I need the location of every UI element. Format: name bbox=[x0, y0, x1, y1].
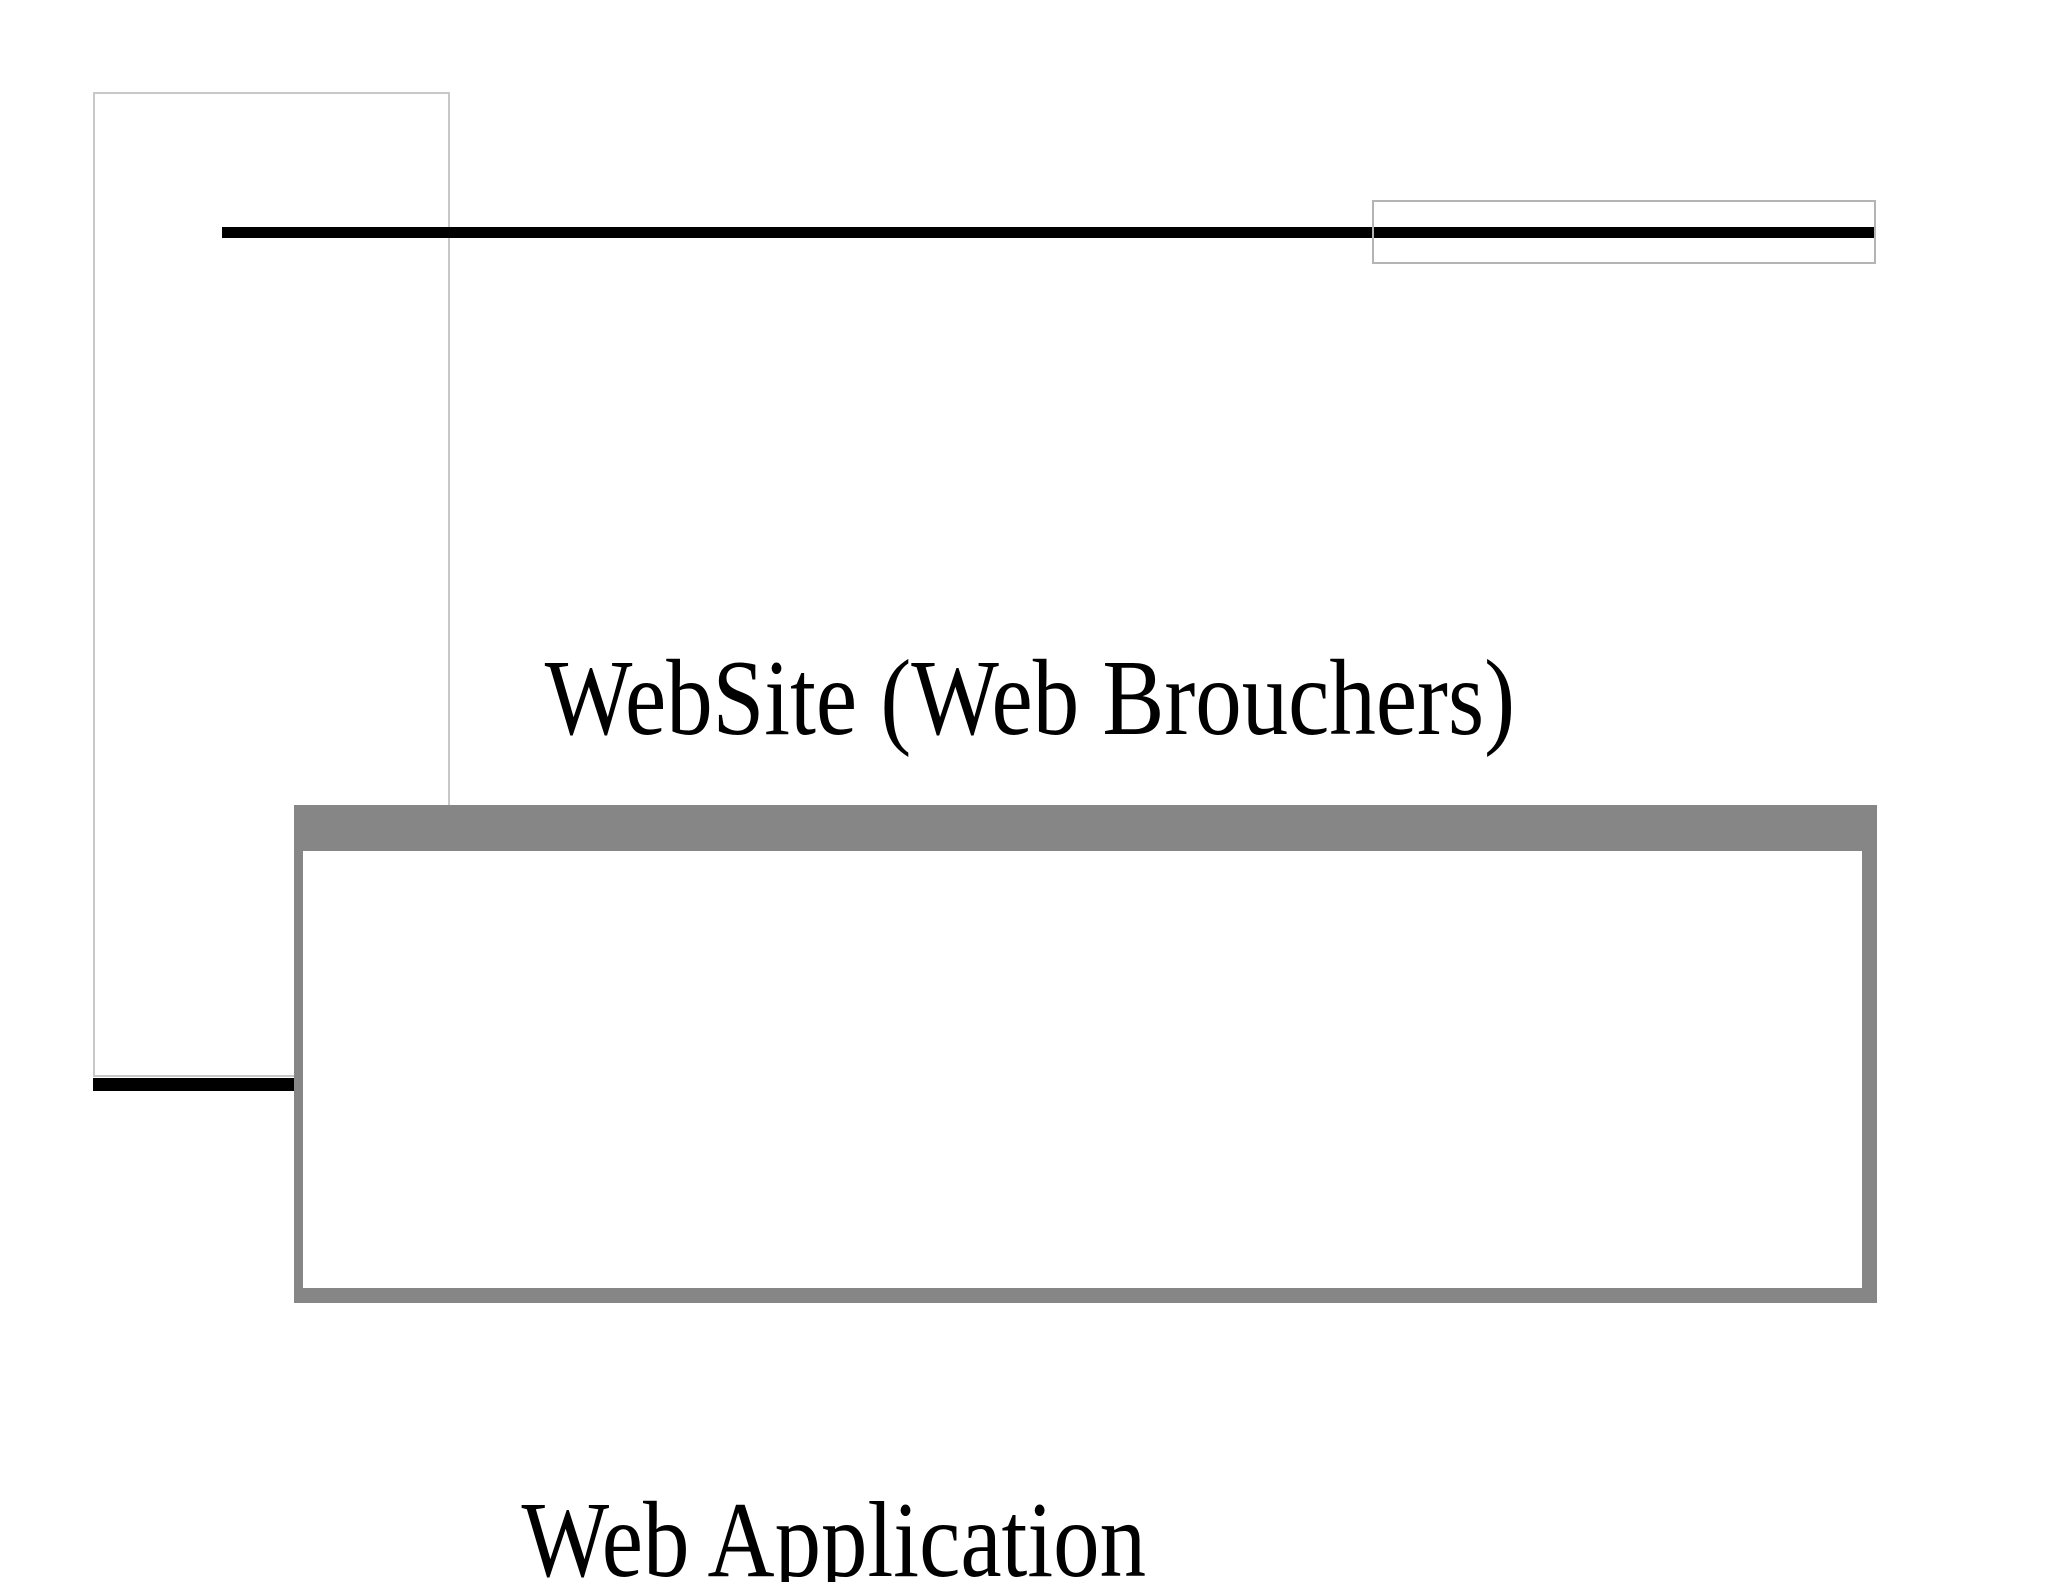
decorative-thin-rectangle bbox=[1372, 200, 1876, 264]
decorative-tall-rectangle bbox=[93, 92, 450, 1077]
decorative-bottom-horizontal-rule bbox=[93, 1078, 296, 1091]
slide-title-line-1: WebSite (Web Brouchers) bbox=[500, 638, 1516, 758]
decorative-top-horizontal-rule bbox=[222, 227, 1875, 238]
content-placeholder-frame[interactable] bbox=[294, 805, 1877, 1303]
slide-title-line-3: Web Application bbox=[500, 1481, 1147, 1582]
content-placeholder-text bbox=[303, 851, 1862, 867]
content-placeholder-body[interactable] bbox=[303, 851, 1862, 1288]
